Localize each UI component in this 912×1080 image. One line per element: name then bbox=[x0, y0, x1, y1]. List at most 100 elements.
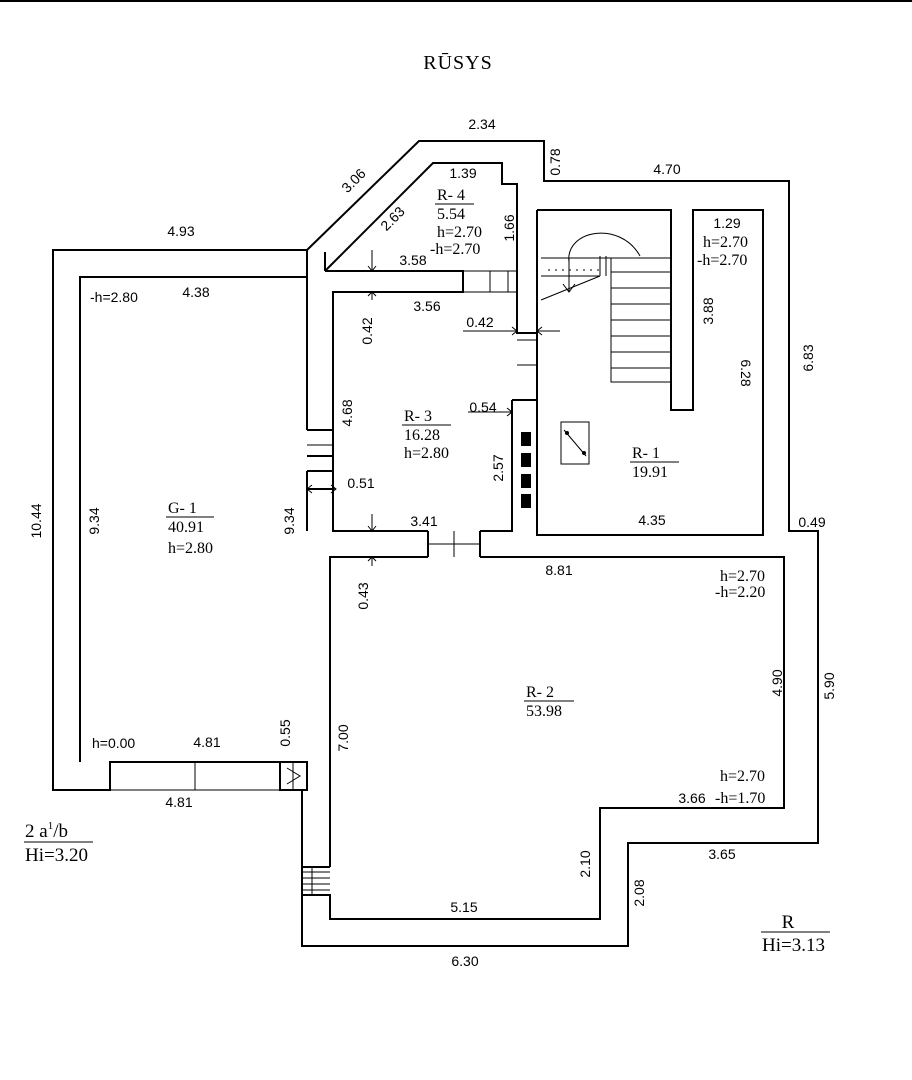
room-g1: G- 1 40.91 h=2.80 bbox=[166, 500, 214, 557]
dim-0-55: 0.55 bbox=[277, 719, 293, 746]
dim-4-81b: 4.81 bbox=[165, 794, 192, 810]
legend-left-line2: Hi=3.20 bbox=[25, 845, 88, 866]
room-r4-height: h=2.70 bbox=[437, 224, 482, 241]
room-r3-area: 16.28 bbox=[404, 427, 440, 444]
dim-3-56: 3.56 bbox=[413, 298, 440, 314]
room-g1-area: 40.91 bbox=[168, 519, 204, 536]
dim-0-54: 0.54 bbox=[469, 399, 496, 415]
steps-west-entry bbox=[302, 867, 330, 895]
room-r1: R- 1 19.91 bbox=[630, 445, 679, 481]
dim-1-29: 1.29 bbox=[713, 215, 740, 231]
legend-right-line1: R bbox=[782, 912, 795, 933]
legend-left-sup: 1 bbox=[48, 820, 54, 832]
dim-5-15: 5.15 bbox=[450, 899, 477, 915]
room-g1-code: G- 1 bbox=[168, 500, 197, 517]
r2-top-height: h=2.70 bbox=[720, 568, 765, 585]
dim-4-35: 4.35 bbox=[638, 512, 665, 528]
legend-left: 2 a1/b Hi=3.20 bbox=[24, 820, 93, 866]
height-notes: -h=2.80 h=0.00 h=2.70 -h=2.70 h=2.70 -h=… bbox=[90, 234, 765, 807]
legend-left-line1: 2 a bbox=[25, 821, 48, 842]
g1-bottom-height: h=0.00 bbox=[92, 735, 135, 751]
dim-2-08: 2.08 bbox=[631, 879, 647, 906]
svg-text:2 a1/b: 2 a1/b bbox=[25, 820, 68, 842]
legend-right-line2: Hi=3.13 bbox=[762, 935, 825, 956]
dim-4-70: 4.70 bbox=[653, 161, 680, 177]
r1-height: h=2.70 bbox=[703, 234, 748, 251]
dim-8-81: 8.81 bbox=[545, 562, 572, 578]
pillar-g1-marks bbox=[286, 762, 301, 790]
top-border-line bbox=[0, 0, 912, 2]
room-r4-area: 5.54 bbox=[437, 206, 465, 223]
dim-4-68: 4.68 bbox=[339, 399, 355, 426]
dim-6-30: 6.30 bbox=[451, 953, 478, 969]
legend-left-line1b: /b bbox=[53, 821, 68, 842]
dim-1-66: 1.66 bbox=[501, 214, 517, 241]
door-r3-r2 bbox=[428, 531, 480, 557]
g1-top-neg-height: -h=2.80 bbox=[90, 289, 138, 305]
wall-r3-west bbox=[307, 429, 333, 490]
dim-6-83: 6.83 bbox=[800, 344, 816, 371]
window-g1-south bbox=[109, 762, 280, 791]
dim-4-90: 4.90 bbox=[769, 669, 785, 696]
room-r2: R- 2 53.98 bbox=[524, 684, 574, 720]
wall-r4-bottom bbox=[325, 270, 464, 532]
dim-0-42a: 0.42 bbox=[359, 317, 375, 344]
room-r4-code: R- 4 bbox=[437, 187, 465, 204]
r1-neg-height: -h=2.70 bbox=[697, 252, 747, 269]
dim-2-34: 2.34 bbox=[468, 116, 495, 132]
room-r1-area: 19.91 bbox=[632, 464, 668, 481]
dim-3-65: 3.65 bbox=[708, 846, 735, 862]
dim-3-06: 3.06 bbox=[338, 165, 369, 196]
dim-9-34b: 9.34 bbox=[281, 507, 297, 534]
wall-east-outer bbox=[301, 140, 819, 947]
wall-stairwell bbox=[536, 209, 764, 536]
staircase bbox=[540, 232, 671, 383]
wall-r2-west-outer bbox=[301, 790, 331, 919]
dim-0-42b: 0.42 bbox=[466, 314, 493, 330]
room-r4-neg-height: -h=2.70 bbox=[430, 241, 480, 258]
dim-3-58: 3.58 bbox=[399, 252, 426, 268]
dim-3-66: 3.66 bbox=[678, 790, 705, 806]
dim-0-51: 0.51 bbox=[347, 475, 374, 491]
dim-3-88: 3.88 bbox=[700, 297, 716, 324]
wall-r4-outline bbox=[324, 162, 538, 400]
r2-bottom-neg-height: -h=1.70 bbox=[715, 790, 765, 807]
room-r3-height: h=2.80 bbox=[404, 445, 449, 462]
dim-3-41: 3.41 bbox=[410, 513, 437, 529]
dim-10-44: 10.44 bbox=[28, 503, 44, 538]
wall-r3-east bbox=[480, 399, 538, 532]
wall-g1-inner bbox=[79, 276, 307, 762]
legend-right: R Hi=3.13 bbox=[761, 912, 830, 956]
dim-6-28: 6.28 bbox=[738, 359, 754, 386]
room-r4: R- 4 5.54 h=2.70 -h=2.70 bbox=[430, 187, 482, 258]
room-r3: R- 3 16.28 h=2.80 bbox=[402, 408, 451, 462]
dim-7-00: 7.00 bbox=[335, 724, 351, 751]
dim-5-90: 5.90 bbox=[821, 672, 837, 699]
room-r2-code: R- 2 bbox=[526, 684, 554, 701]
dim-4-81a: 4.81 bbox=[193, 734, 220, 750]
plan-title: RŪSYS bbox=[423, 52, 492, 74]
dim-0-43: 0.43 bbox=[355, 582, 371, 609]
r2-bottom-height: h=2.70 bbox=[720, 768, 765, 785]
panel-icon bbox=[560, 421, 590, 465]
dim-1-39: 1.39 bbox=[449, 165, 476, 181]
door-r4-r3 bbox=[463, 270, 517, 293]
dimension-labels: 2.34 4.70 1.39 4.93 3.58 4.38 1.29 3.56 … bbox=[165, 116, 825, 969]
room-r3-code: R- 3 bbox=[404, 408, 432, 425]
room-g1-height: h=2.80 bbox=[168, 540, 213, 557]
dim-0-49: 0.49 bbox=[798, 514, 825, 530]
dim-0-78: 0.78 bbox=[547, 148, 563, 175]
wall-r4-diagonal bbox=[306, 250, 326, 531]
dim-2-10: 2.10 bbox=[577, 850, 593, 877]
chimney-flues bbox=[521, 432, 531, 508]
r2-top-neg-height: -h=2.20 bbox=[715, 584, 765, 601]
wall-r2-inner bbox=[329, 556, 785, 920]
dim-2-63: 2.63 bbox=[377, 203, 408, 234]
dimension-marks bbox=[306, 250, 560, 566]
dim-2-57: 2.57 bbox=[490, 454, 506, 481]
room-r1-code: R- 1 bbox=[632, 445, 660, 462]
door-r3-stair bbox=[512, 339, 537, 401]
dim-9-34a: 9.34 bbox=[86, 507, 102, 534]
dim-4-38: 4.38 bbox=[182, 284, 209, 300]
